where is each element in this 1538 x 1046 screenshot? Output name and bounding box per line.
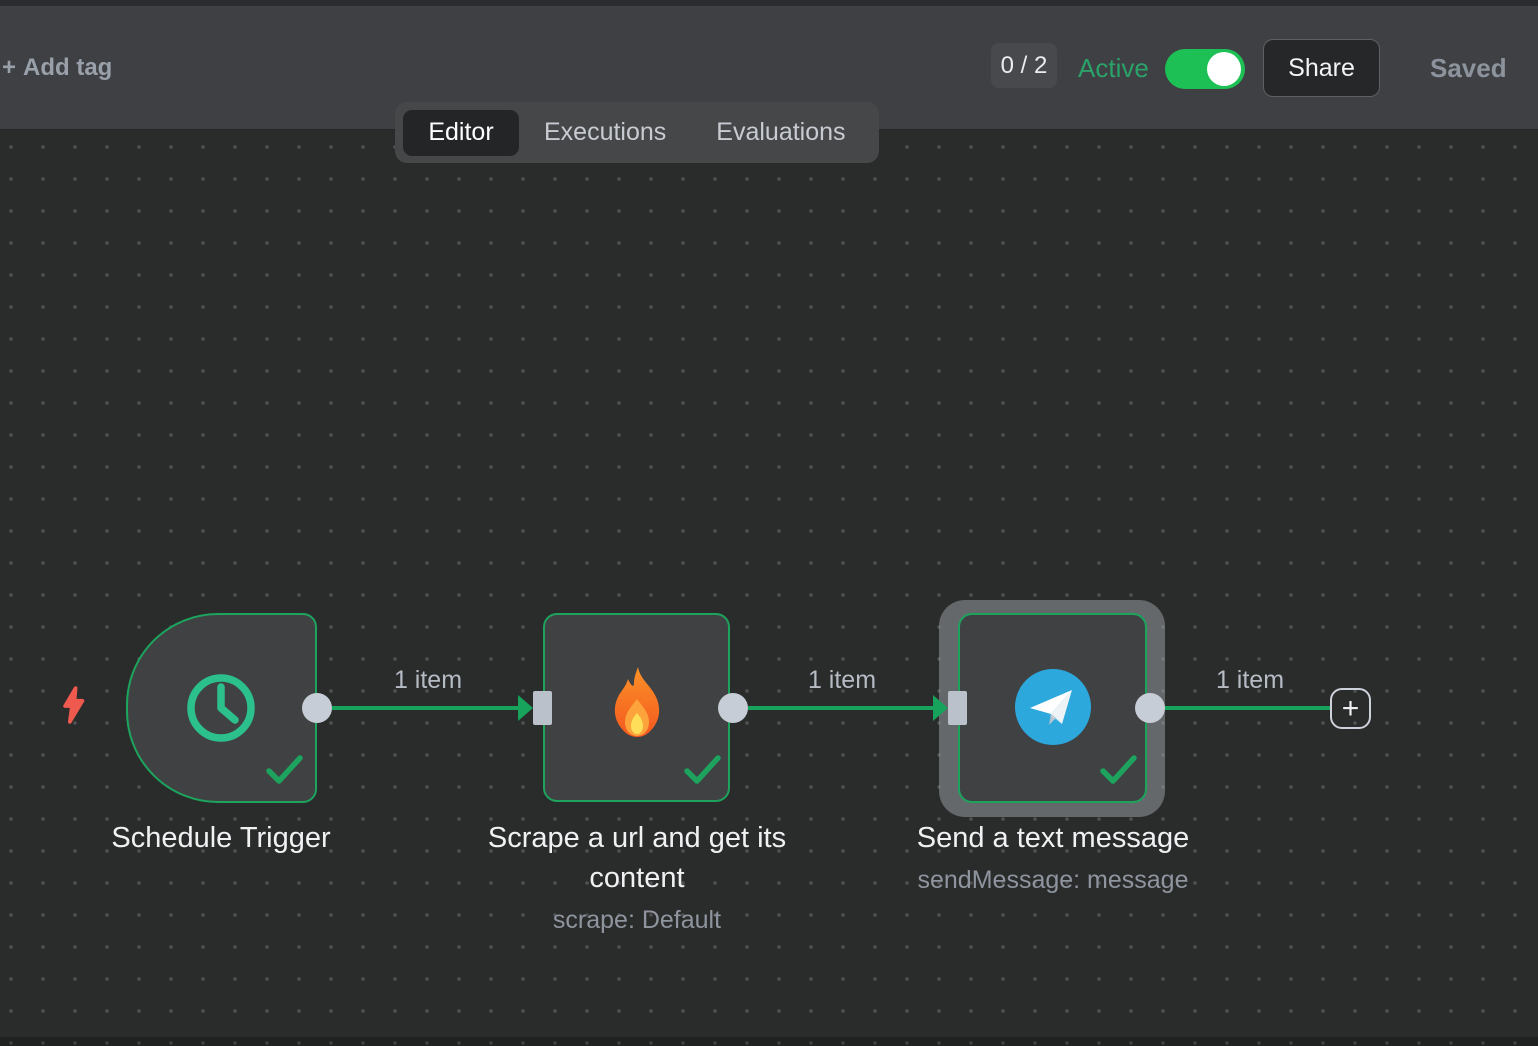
plus-icon: + xyxy=(1341,691,1360,725)
connection-line[interactable] xyxy=(332,706,518,710)
node-subtitle: scrape: Default xyxy=(552,906,722,934)
node-title: Schedule Trigger xyxy=(111,822,331,854)
connection-items-label: 1 item xyxy=(1215,666,1285,694)
trigger-bolt-icon xyxy=(63,686,85,724)
tab-evaluations[interactable]: Evaluations xyxy=(716,118,846,146)
window-bottom-edge xyxy=(0,1037,1538,1046)
clock-icon xyxy=(187,674,255,742)
plus-icon: + xyxy=(2,54,17,81)
active-toggle[interactable] xyxy=(1165,49,1245,89)
connection-line[interactable] xyxy=(748,706,933,710)
input-endpoint-arrow-icon[interactable] xyxy=(518,695,533,721)
node-title: Send a text message xyxy=(916,822,1190,854)
input-endpoint[interactable] xyxy=(948,691,967,725)
output-endpoint[interactable] xyxy=(302,693,332,723)
add-tag-button[interactable]: + Add tag xyxy=(2,54,112,82)
node-title: Scrape a url and get its content xyxy=(487,822,787,894)
view-tabbar: Editor Executions Evaluations xyxy=(395,102,879,163)
input-endpoint[interactable] xyxy=(533,691,552,725)
output-endpoint[interactable] xyxy=(718,693,748,723)
success-check-icon xyxy=(1100,755,1137,784)
fire-icon xyxy=(614,667,660,737)
window-top-strip xyxy=(0,0,1538,6)
saved-status: Saved xyxy=(1430,53,1507,83)
toggle-knob xyxy=(1207,52,1241,86)
active-label: Active xyxy=(1078,53,1149,83)
add-node-button[interactable]: + xyxy=(1330,688,1371,729)
add-tag-label: Add tag xyxy=(23,54,113,81)
telegram-icon xyxy=(1015,669,1091,745)
input-endpoint-arrow-icon[interactable] xyxy=(933,695,948,721)
connection-items-label: 1 item xyxy=(393,666,463,694)
success-check-icon xyxy=(266,755,303,784)
connection-line[interactable] xyxy=(1165,706,1330,710)
node-subtitle: sendMessage: message xyxy=(917,866,1189,894)
success-check-icon xyxy=(684,755,721,784)
connection-items-label: 1 item xyxy=(807,666,877,694)
share-button[interactable]: Share xyxy=(1263,39,1380,97)
execution-count-badge: 0 / 2 xyxy=(991,43,1057,88)
tab-editor[interactable]: Editor xyxy=(403,109,519,156)
tab-executions[interactable]: Executions xyxy=(544,118,667,146)
output-endpoint[interactable] xyxy=(1135,693,1165,723)
